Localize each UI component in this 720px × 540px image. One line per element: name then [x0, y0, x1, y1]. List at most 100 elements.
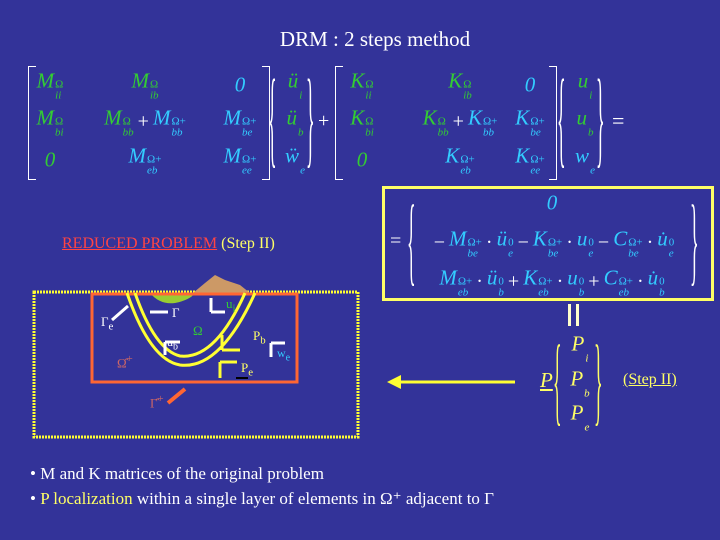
omega-label: Ω [193, 323, 203, 338]
matrix-entry: P b [570, 367, 589, 400]
brace-right: } [594, 324, 603, 435]
brace-left: { [268, 57, 277, 178]
w-e-label: we [277, 346, 291, 364]
u-i-label: ui [226, 296, 236, 315]
matrix-entry: ẅ e [285, 144, 305, 177]
script: Ω+eb [147, 153, 162, 177]
math-symbol: ü b [286, 105, 304, 139]
math-symbol: ü i [287, 68, 303, 102]
omega-hat-label: Ω̂+ [117, 353, 133, 371]
operator: + [507, 270, 520, 293]
operator: − [433, 231, 445, 254]
step-II-link[interactable]: (Step II) [623, 371, 677, 388]
operator: · [646, 231, 654, 254]
brace-left: { [557, 57, 566, 178]
math-symbol: w e [575, 143, 595, 177]
operator: · [476, 270, 483, 293]
operator: + [452, 110, 464, 133]
equals-sign: = [612, 108, 625, 133]
rhs-equals: = [390, 230, 402, 252]
cell: 0 [525, 73, 536, 98]
script: e [300, 164, 305, 177]
script: Ω+eb [618, 275, 633, 299]
script: e [584, 421, 590, 434]
plus-sign: + [318, 110, 330, 132]
script: Ω+bb [171, 115, 186, 139]
matrix-entry: 0 [235, 73, 246, 98]
gamma-e-label: Γe [101, 314, 114, 333]
gamma-e-boundary [125, 292, 257, 367]
matrix-entry: P e [571, 401, 590, 434]
script: b [584, 387, 590, 400]
operator: − [517, 231, 529, 254]
math-symbol: P b [570, 366, 590, 400]
gamma-hat-label: Γ̂+ [150, 393, 164, 411]
script: Ω+be [242, 115, 257, 139]
reduced-problem-label[interactable]: REDUCED PROBLEM [62, 235, 218, 252]
reduced-problem-heading: REDUCED PROBLEM (Step II) [62, 235, 275, 253]
matrix-entry: 0 [547, 191, 558, 216]
script: Ω+be [628, 236, 643, 260]
math-symbol: P e [570, 400, 590, 434]
matrix-entry: P i [572, 332, 589, 365]
gamma-boundary [133, 292, 247, 358]
cell: u i [578, 69, 593, 102]
matrix-entry: u b [577, 106, 594, 139]
script: Ω+eb [460, 153, 475, 177]
brace-right: } [596, 57, 605, 178]
soil-deposit [150, 293, 195, 304]
math-symbol: ẅ e [285, 143, 305, 177]
cell: ü i [288, 69, 303, 102]
math-symbol: u b [576, 105, 594, 139]
bracket-right [549, 66, 557, 180]
cell: 0 [45, 148, 56, 173]
equals-bar [568, 304, 571, 326]
math-symbol: P i [571, 331, 589, 365]
P-e-label: Pe [241, 360, 254, 379]
script: Ω+be [530, 115, 545, 139]
reduced-domain-boundary [90, 292, 299, 384]
